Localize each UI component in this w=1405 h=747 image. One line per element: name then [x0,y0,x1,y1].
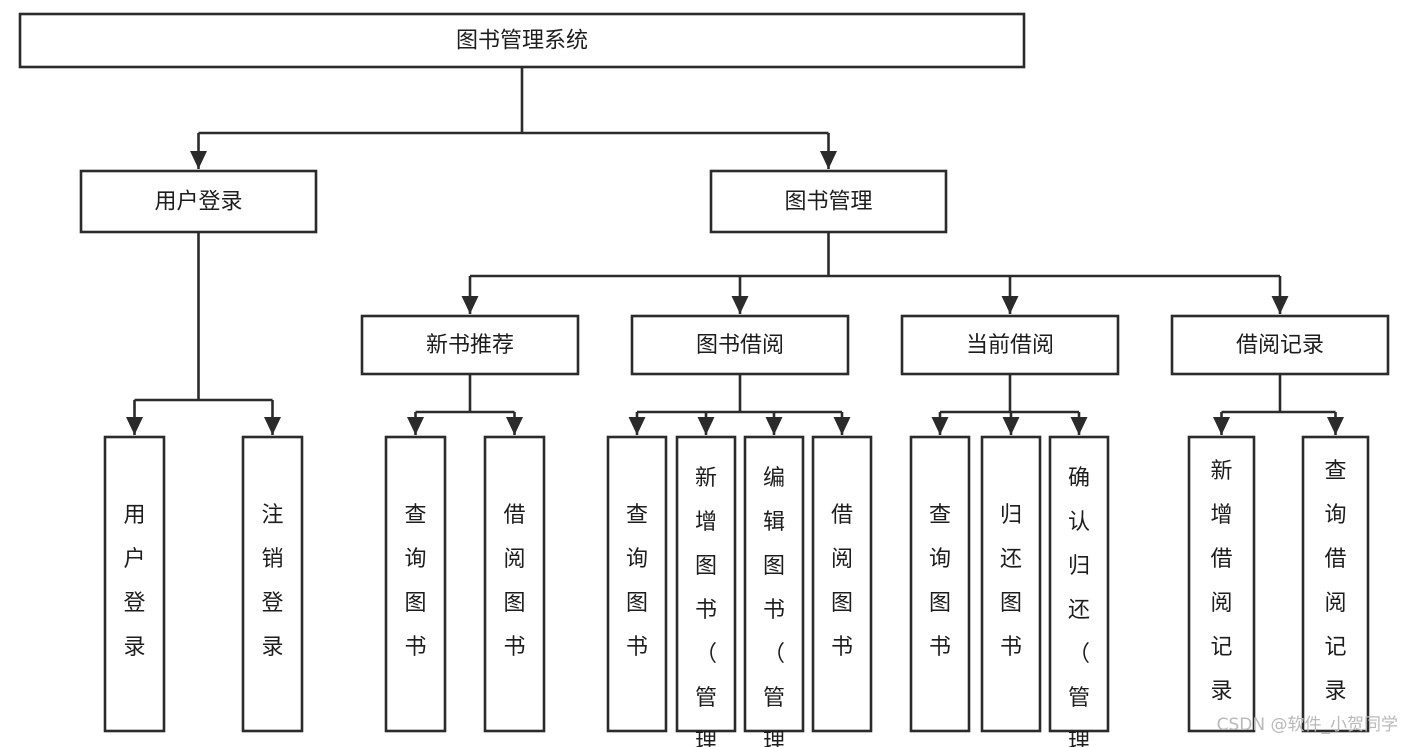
leaf-node-box-2[interactable] [384,435,447,733]
leaf-node-box-11[interactable] [1187,435,1256,733]
arrow-head-icon [264,417,281,435]
leaf-node-box-1[interactable] [241,435,304,733]
arrow-head-icon [765,417,783,435]
leaf-node-box-12[interactable] [1301,435,1370,733]
leaf-node-box-0[interactable] [103,435,166,733]
arrow-head-icon [461,296,479,314]
arrow-head-icon [697,417,715,435]
arrow-head-icon [628,417,646,435]
level2-node-label-3: 借阅记录 [1236,333,1324,358]
leaf-node-label-7: 借阅图书 [831,503,853,660]
level1-node-label-0: 用户登录 [154,190,242,215]
arrow-head-icon [1213,417,1230,435]
leaf-node-box-8[interactable] [909,435,971,733]
level2-node-box-1[interactable] [630,314,850,376]
leaf-node-label-3: 借阅图书 [503,503,525,660]
leaf-node-box-10[interactable] [1048,435,1110,733]
level1-node-box-1[interactable] [709,169,948,234]
node-boxes [18,12,1390,733]
level2-node-box-3[interactable] [1170,314,1390,376]
leaf-node-label-12: 查询借阅记录 [1324,459,1346,704]
arrow-head-icon [1070,417,1088,435]
root-node-label: 图书管理系统 [456,29,588,54]
leaf-node-label-6: 编辑图书（管理员） [763,466,785,747]
arrow-head-icon [820,151,837,169]
leaf-node-label-9: 归还图书 [1000,503,1022,660]
leaf-node-label-10: 确认归还（管理员） [1068,466,1090,747]
level2-node-box-2[interactable] [900,314,1120,376]
level1-node-box-0[interactable] [79,169,318,234]
arrow-head-icon [190,151,207,169]
arrow-head-icon [506,417,523,435]
root-node-box[interactable] [18,12,1026,69]
arrow-heads [126,151,1344,435]
arrow-head-icon [1002,417,1020,435]
arrow-head-icon [931,417,949,435]
level1-node-label-1: 图书管理 [784,190,872,215]
arrow-head-icon [1327,417,1344,435]
leaf-node-label-11: 新增借阅记录 [1210,459,1232,704]
arrow-head-icon [407,417,424,435]
leaf-node-box-7[interactable] [811,435,873,733]
node-labels: 图书管理系统用户登录图书管理新书推荐图书借阅当前借阅借阅记录用户登录注销登录查询… [123,29,1346,747]
leaf-node-label-5: 新增图书（管理员） [695,466,717,747]
leaf-node-label-1: 注销登录 [261,503,283,660]
connector-lines [133,67,1337,435]
arrow-head-icon [126,417,143,435]
arrow-head-icon [1001,296,1019,314]
level2-node-box-0[interactable] [360,314,580,376]
leaf-node-box-9[interactable] [980,435,1042,733]
leaf-node-box-6[interactable] [743,435,805,733]
leaf-node-label-0: 用户登录 [123,503,145,660]
leaf-node-box-4[interactable] [606,435,668,733]
arrow-head-icon [1271,296,1289,314]
arrow-head-icon [731,296,749,314]
level2-node-label-0: 新书推荐 [426,333,514,358]
leaf-node-label-2: 查询图书 [404,503,426,660]
csdn-watermark: CSDN @软件_小贺同学 [1217,715,1398,735]
arrow-head-icon [833,417,851,435]
leaf-node-label-8: 查询图书 [929,503,951,660]
leaf-node-box-3[interactable] [483,435,546,733]
leaf-node-box-5[interactable] [675,435,737,733]
level2-node-label-1: 图书借阅 [696,333,784,358]
level2-node-label-2: 当前借阅 [966,333,1054,358]
leaf-node-label-4: 查询图书 [626,503,648,660]
